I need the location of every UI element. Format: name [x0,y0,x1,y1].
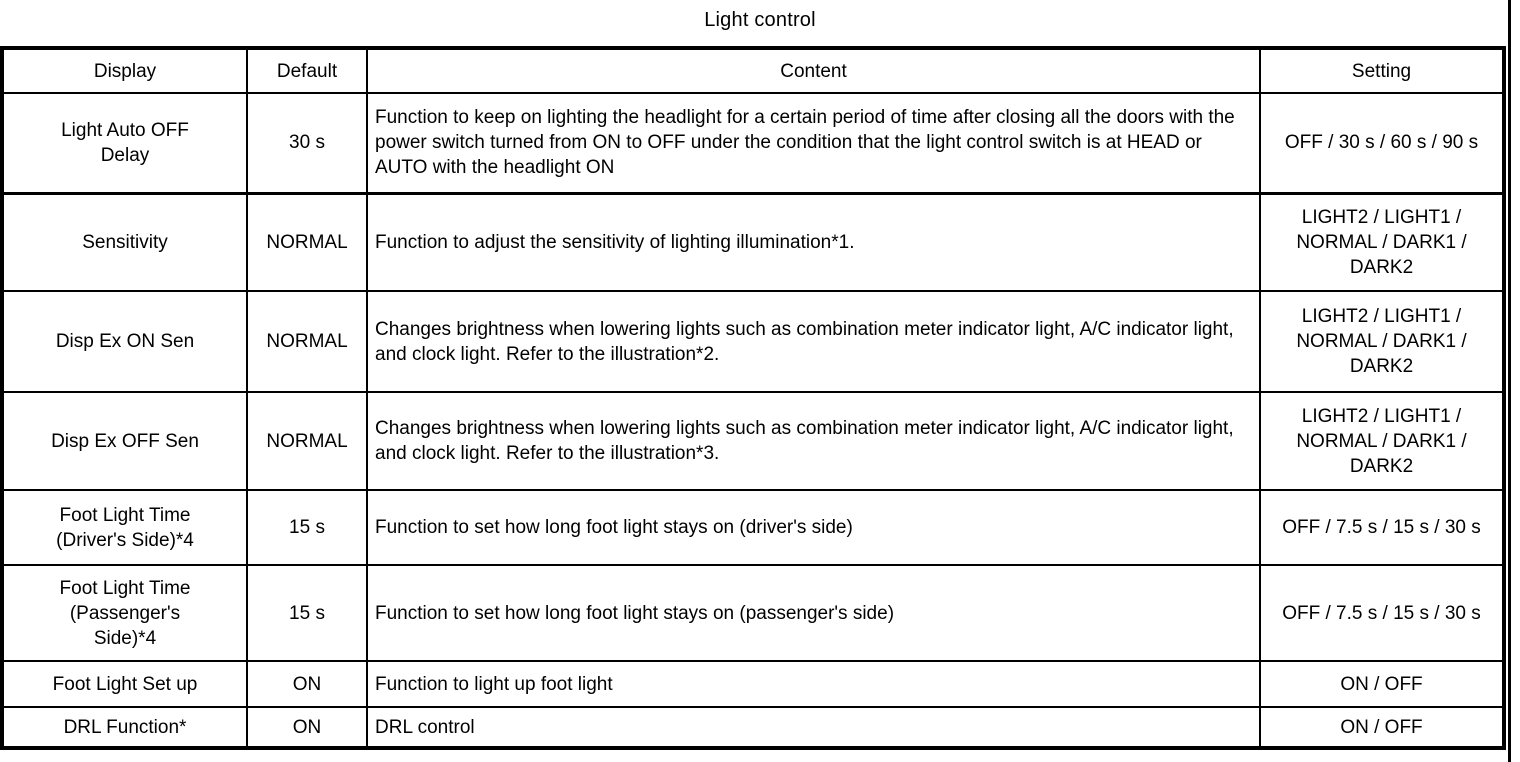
cell-display: Sensitivity [1,192,248,292]
cell-default: NORMAL [246,290,368,393]
cell-content: DRL control [366,706,1261,749]
cell-setting: ON / OFF [1259,660,1505,708]
cell-display: Disp Ex ON Sen [1,290,248,393]
cell-default: NORMAL [246,192,368,292]
table-row: Foot Light Time (Passenger's Side)*4 15 … [1,564,1505,662]
cell-setting: OFF / 7.5 s / 15 s / 30 s [1259,489,1505,566]
table-header: Display Default Content Setting [1,47,1505,94]
cell-setting: OFF / 7.5 s / 15 s / 30 s [1259,564,1505,662]
cell-display: DRL Function* [1,706,248,749]
table-row: Disp Ex OFF Sen NORMAL Changes brightnes… [1,391,1505,491]
column-header-display: Display [1,47,248,94]
cell-default: 15 s [246,564,368,662]
column-header-content: Content [366,47,1261,94]
cell-display: Foot Light Time (Driver's Side)*4 [1,489,248,566]
cell-content: Function to adjust the sensitivity of li… [366,192,1261,292]
cell-display: Foot Light Set up [1,660,248,708]
table-row: Foot Light Time (Driver's Side)*4 15 s F… [1,489,1505,566]
cell-setting: LIGHT2 / LIGHT1 / NORMAL / DARK1 / DARK2 [1259,391,1505,491]
table-row: DRL Function* ON DRL control ON / OFF [1,706,1505,749]
column-header-default: Default [246,47,368,94]
cell-display: Foot Light Time (Passenger's Side)*4 [1,564,248,662]
cell-content: Function to keep on lighting the headlig… [366,92,1261,195]
table-row: Disp Ex ON Sen NORMAL Changes brightness… [1,290,1505,393]
light-control-table-wrapper: Display Default Content Setting Light Au… [0,46,1506,750]
table-row: Foot Light Set up ON Function to light u… [1,660,1505,708]
cell-setting: LIGHT2 / LIGHT1 / NORMAL / DARK1 / DARK2 [1259,192,1505,292]
cell-display: Disp Ex OFF Sen [1,391,248,491]
cell-default: 30 s [246,92,368,195]
cell-display: Light Auto OFF Delay [1,92,248,195]
table-header-row: Display Default Content Setting [1,47,1505,94]
cell-default: 15 s [246,489,368,566]
light-control-table: Display Default Content Setting Light Au… [0,46,1506,750]
table-row: Light Auto OFF Delay 30 s Function to ke… [1,92,1505,195]
cell-default: ON [246,706,368,749]
cell-content: Function to light up foot light [366,660,1261,708]
cell-content: Function to set how long foot light stay… [366,489,1261,566]
page-border-rule [1508,0,1511,762]
cell-content: Function to set how long foot light stay… [366,564,1261,662]
cell-content: Changes brightness when lowering lights … [366,290,1261,393]
column-header-setting: Setting [1259,47,1505,94]
cell-setting: OFF / 30 s / 60 s / 90 s [1259,92,1505,195]
cell-setting: LIGHT2 / LIGHT1 / NORMAL / DARK1 / DARK2 [1259,290,1505,393]
cell-default: NORMAL [246,391,368,491]
cell-default: ON [246,660,368,708]
table-body: Light Auto OFF Delay 30 s Function to ke… [1,92,1505,749]
cell-content: Changes brightness when lowering lights … [366,391,1261,491]
cell-setting: ON / OFF [1259,706,1505,749]
table-row: Sensitivity NORMAL Function to adjust th… [1,192,1505,292]
table-caption: Light control [704,9,816,31]
